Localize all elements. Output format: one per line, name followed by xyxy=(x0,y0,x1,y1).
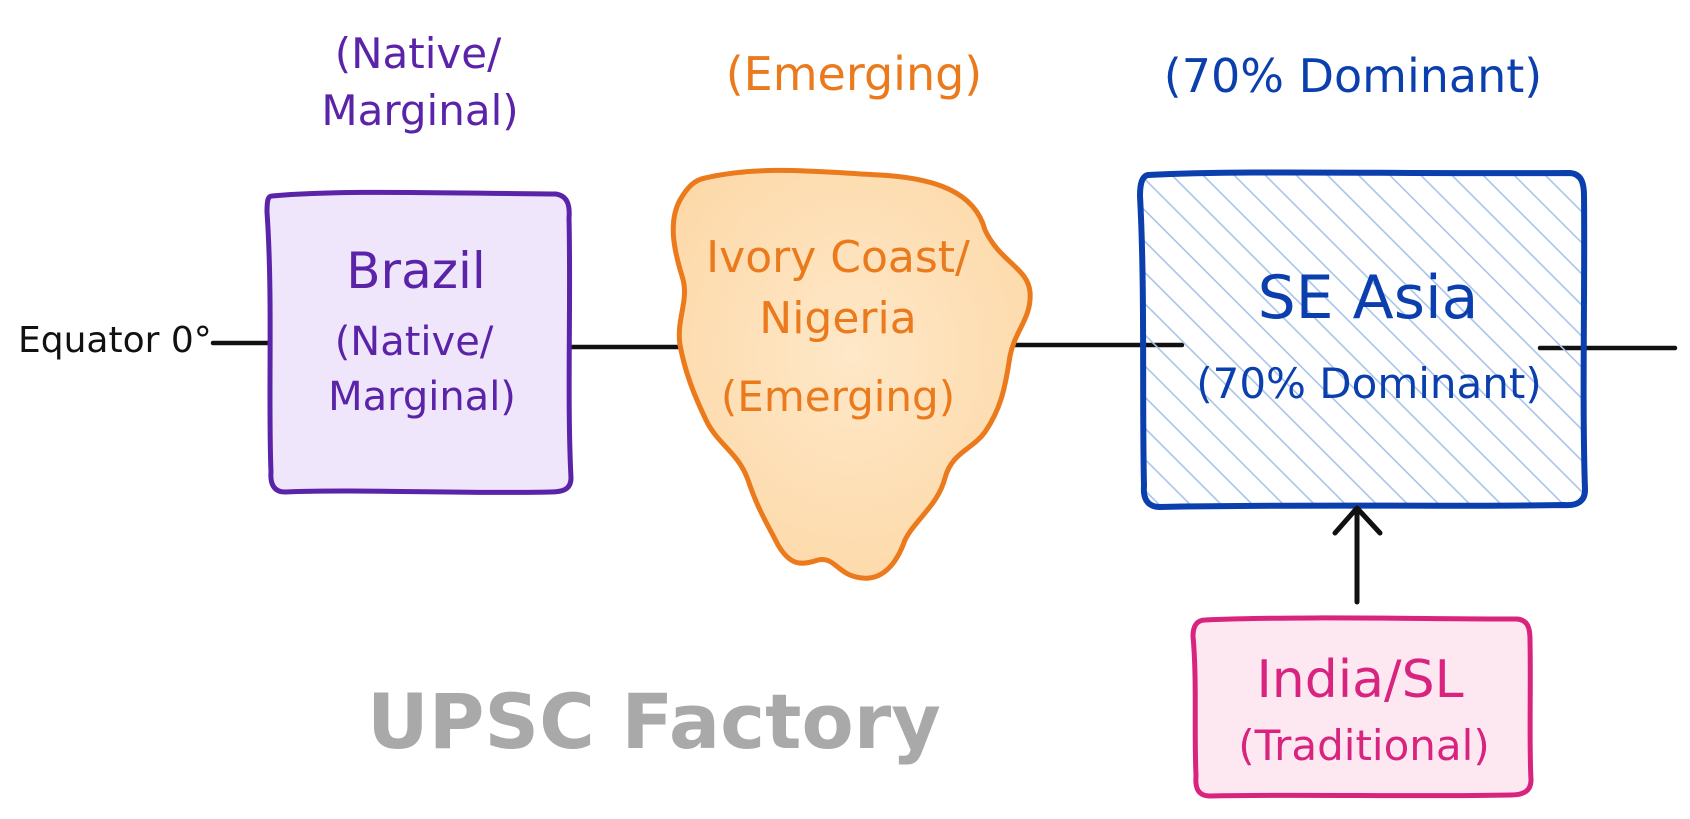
west-africa-name-line1: Ivory Coast/ xyxy=(706,232,970,283)
brazil-status-line2: Marginal) xyxy=(328,374,516,420)
watermark: UPSC Factory xyxy=(367,677,941,766)
region-brazil: (Native/ Marginal) Brazil (Native/ Margi… xyxy=(264,29,574,495)
se-asia-top-label: (70% Dominant) xyxy=(1164,49,1542,103)
se-asia-status: (70% Dominant) xyxy=(1196,359,1542,408)
region-se-asia: (70% Dominant) SE Asia (70% Dominant) xyxy=(1137,49,1588,510)
region-west-africa: (Emerging) Ivory Coast/ Nigeria (Emergin… xyxy=(670,47,1033,581)
brazil-box xyxy=(264,189,574,495)
brazil-name: Brazil xyxy=(346,242,486,300)
brazil-top-label-line1: (Native/ xyxy=(335,29,502,78)
india-sl-name: India/SL xyxy=(1256,650,1463,710)
region-india-sl: India/SL (Traditional) xyxy=(1190,615,1534,799)
brazil-status-line1: (Native/ xyxy=(335,319,494,365)
se-asia-box xyxy=(1137,169,1588,510)
arrow-india-to-se-asia xyxy=(1332,505,1383,605)
se-asia-name: SE Asia xyxy=(1258,263,1479,333)
west-africa-blob xyxy=(670,167,1033,581)
india-sl-box xyxy=(1190,615,1534,799)
india-sl-status: (Traditional) xyxy=(1238,721,1489,770)
west-africa-top-label: (Emerging) xyxy=(726,47,983,101)
west-africa-name-line2: Nigeria xyxy=(759,293,916,344)
west-africa-status: (Emerging) xyxy=(721,372,955,421)
brazil-top-label-line2: Marginal) xyxy=(321,86,518,135)
equator-label: Equator 0° xyxy=(18,320,212,361)
